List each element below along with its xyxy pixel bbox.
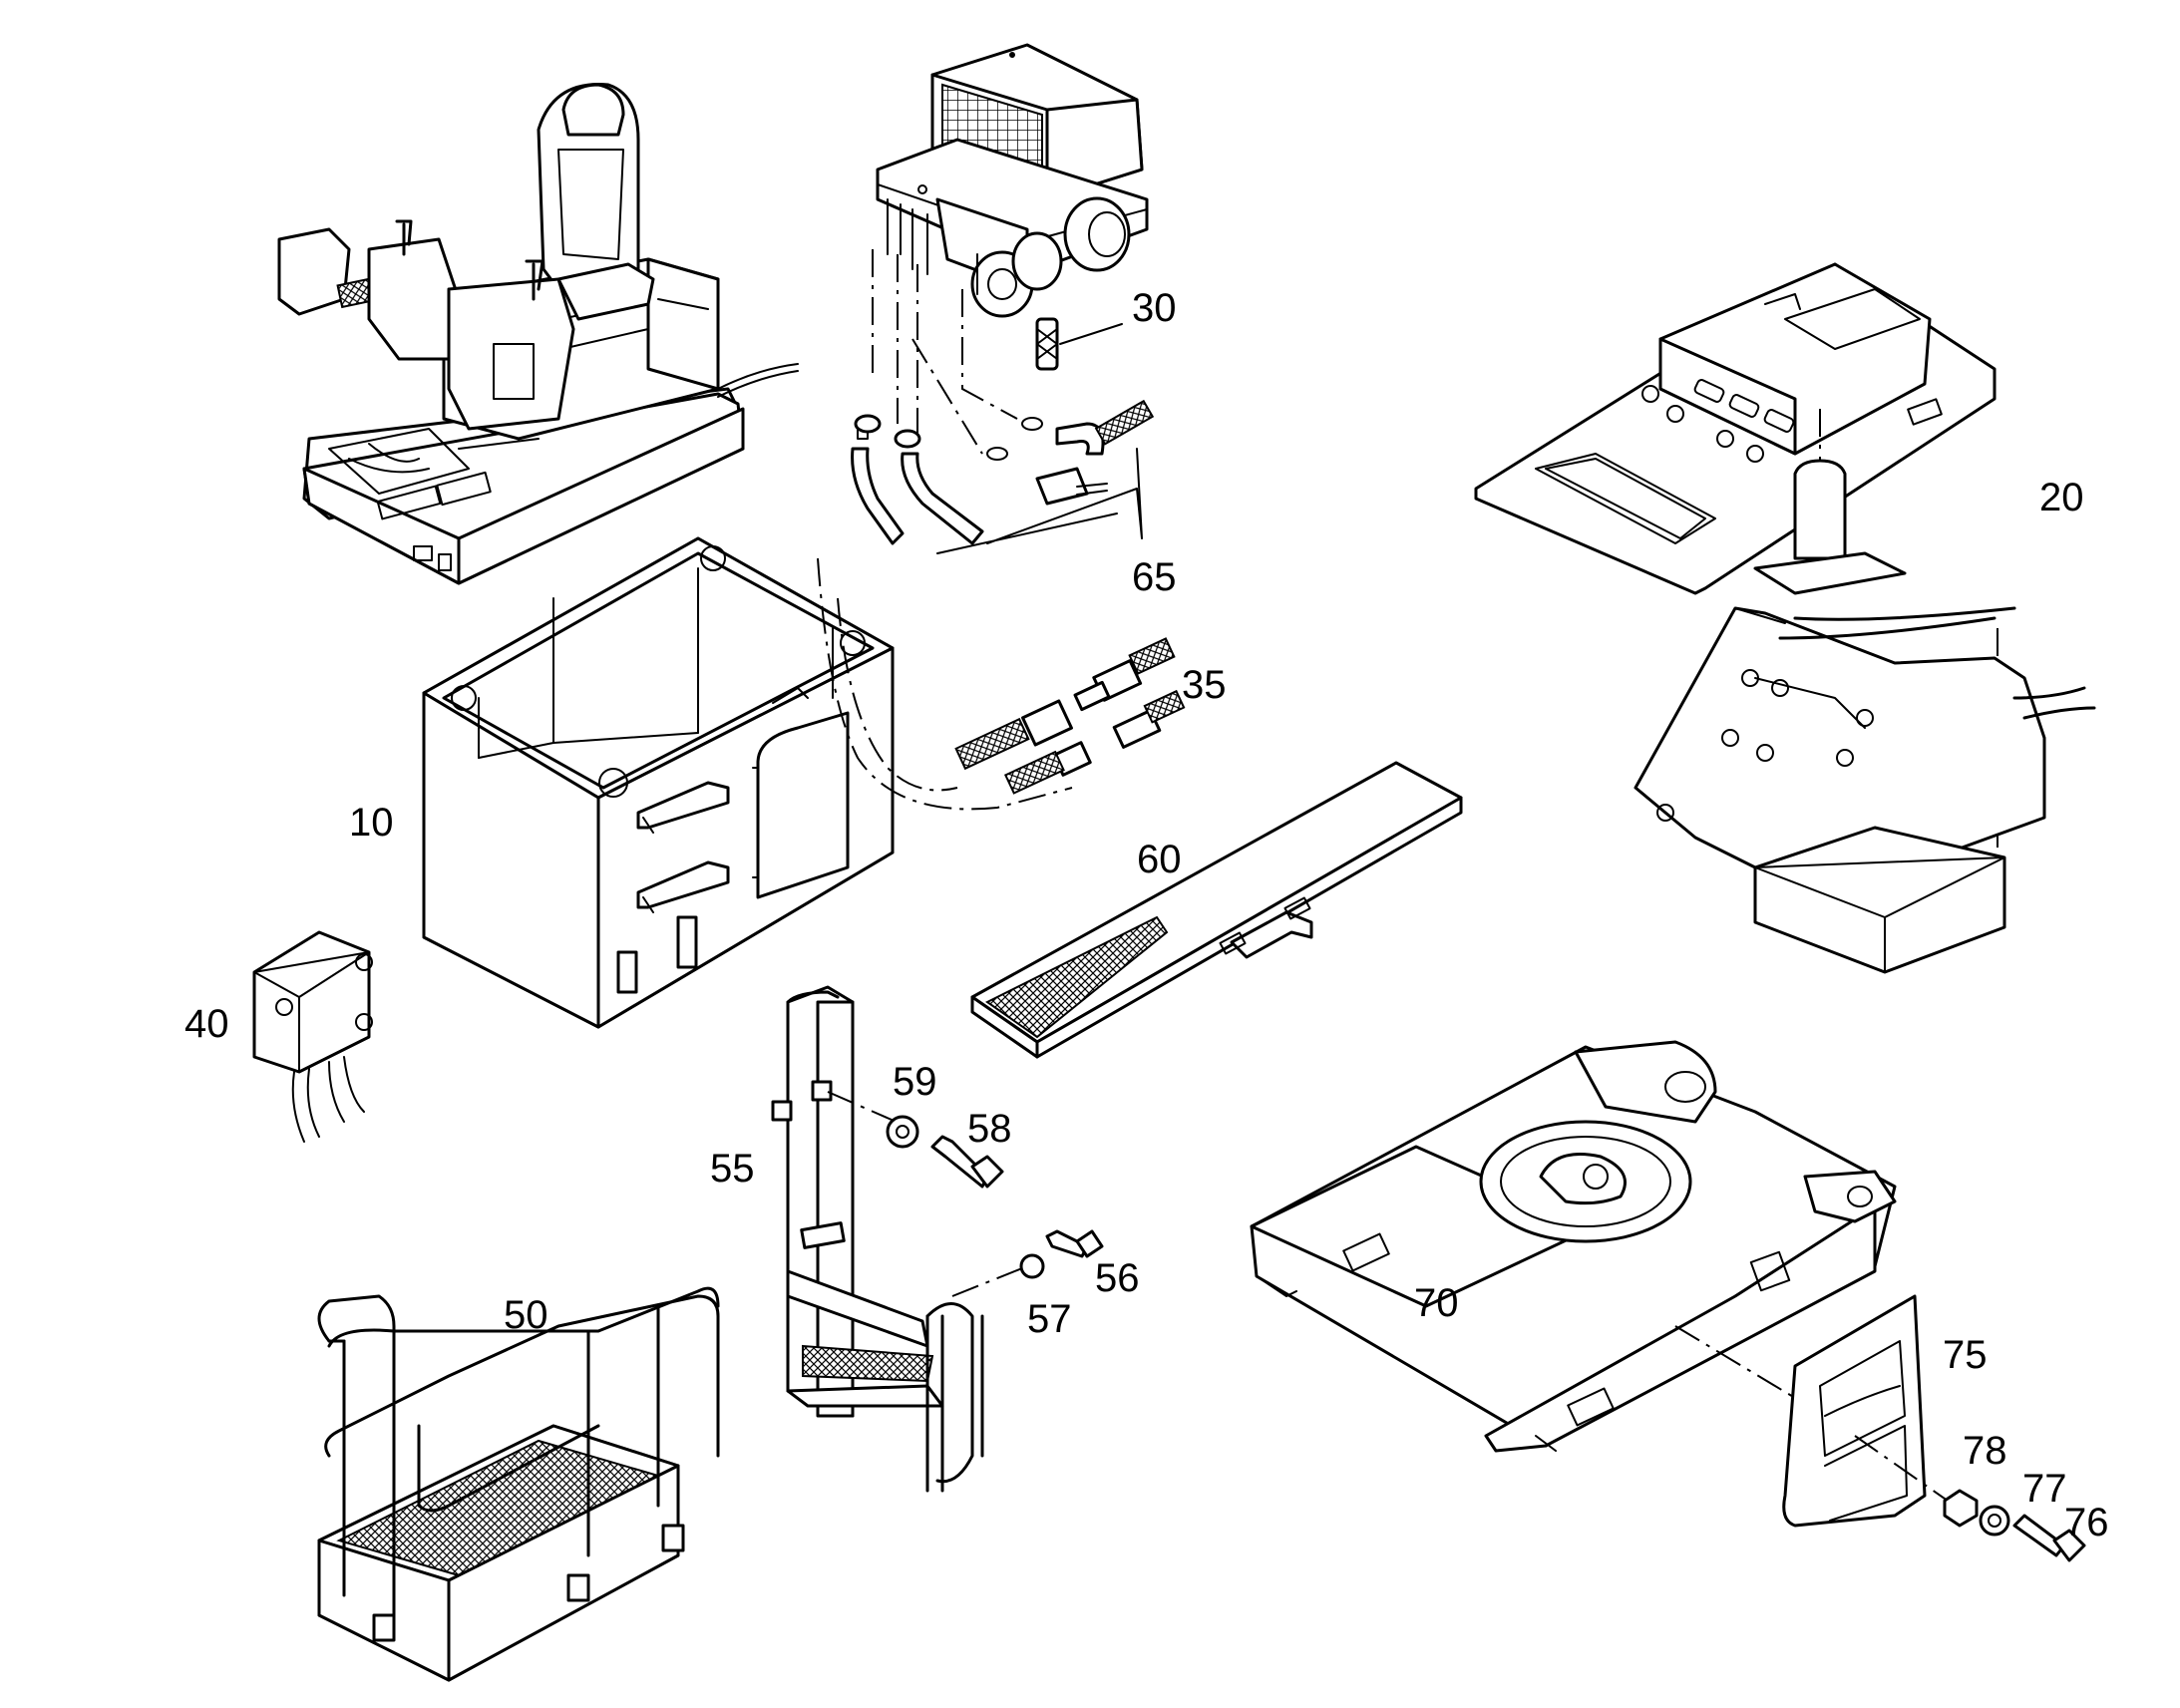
air-conditioning-unit [851, 43, 1155, 554]
bolt-set-76-78 [1943, 1489, 2086, 1562]
label-78: 78 [1963, 1429, 2007, 1473]
upper-frame [1250, 1040, 1897, 1453]
callout-labels: 10 20 30 35 40 50 55 56 57 58 59 60 65 7… [184, 286, 2109, 1544]
label-59: 59 [893, 1060, 937, 1104]
air-filter-element [970, 761, 1463, 1059]
battery-box [422, 536, 1073, 1029]
label-50: 50 [504, 1293, 548, 1337]
label-40: 40 [184, 1002, 229, 1046]
operator-cab-assembly [277, 83, 799, 585]
label-65: 65 [1132, 555, 1177, 599]
label-58: 58 [967, 1107, 1012, 1151]
hose-fittings-35 [954, 637, 1186, 795]
label-77: 77 [2022, 1467, 2067, 1511]
label-60: 60 [1137, 838, 1182, 881]
label-70: 70 [1414, 1281, 1459, 1325]
label-56: 56 [1095, 1256, 1140, 1300]
label-55: 55 [710, 1147, 755, 1191]
label-57: 57 [1027, 1297, 1072, 1341]
label-76: 76 [2064, 1501, 2109, 1544]
label-30: 30 [1132, 286, 1177, 330]
bracket-plate [1782, 1294, 1956, 1528]
bolt-set-56-59 [886, 1115, 1104, 1279]
label-35: 35 [1182, 663, 1227, 707]
label-75: 75 [1943, 1333, 1988, 1377]
floor-plate-assembly [1474, 262, 2096, 974]
label-20: 20 [2039, 476, 2084, 519]
step-ladder [771, 985, 1028, 1493]
handrail-platform [317, 1286, 720, 1682]
label-10: 10 [349, 801, 394, 845]
relay-box [252, 930, 373, 1143]
